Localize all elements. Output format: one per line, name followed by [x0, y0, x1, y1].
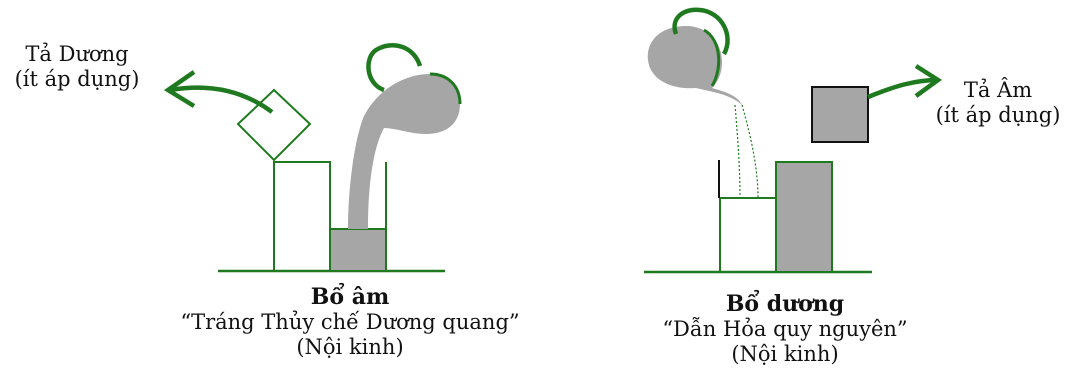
right-arrow-label-line2: (ít áp dụng) [935, 103, 1061, 127]
right-dotted-stream [734, 104, 741, 199]
left-outflow-arrow [169, 85, 274, 114]
left-tipped-diamond [236, 88, 312, 162]
right-pitcher-body [647, 26, 742, 105]
right-source: (Nội kinh) [731, 342, 839, 366]
right-outflow-arrow [867, 77, 939, 100]
right-title: Bổ dương [725, 291, 845, 317]
right-filled-container [775, 161, 833, 273]
left-arrowhead [163, 70, 196, 108]
right-arrow-label-line1: Tả Âm [963, 78, 1033, 102]
left-source: (Nội kinh) [296, 335, 404, 359]
left-panel-diagram [163, 43, 462, 273]
right-floating-square [811, 86, 869, 143]
left-quote: “Tráng Thủy chế Dương quang” [180, 310, 520, 334]
left-title: Bổ âm [310, 284, 390, 310]
right-panel-diagram [644, 7, 942, 274]
left-pitcher-handle [366, 43, 423, 93]
left-pour-stream [348, 116, 384, 229]
left-caption: Bổ âm “Tráng Thủy chế Dương quang” (Nội … [170, 285, 530, 360]
left-arrow-label: Tả Dương (ít áp dụng) [2, 42, 152, 92]
right-dotted-stream-2 [741, 104, 759, 199]
right-pitcher-handle [672, 7, 730, 56]
left-empty-container [273, 161, 331, 272]
right-arrow-label: Tả Âm (ít áp dụng) [925, 78, 1071, 128]
right-arrowhead [914, 64, 942, 98]
right-caption: Bổ dương “Dẫn Hỏa quy nguyên” (Nội kinh) [620, 292, 950, 367]
right-quote: “Dẫn Hỏa quy nguyên” [662, 317, 908, 341]
left-filled-block [329, 228, 387, 272]
left-pitcher-outline [429, 72, 462, 105]
right-pitcher-outline [703, 28, 721, 87]
left-arrow-label-line2: (ít áp dụng) [14, 67, 140, 91]
left-pitcher-body [364, 74, 460, 134]
right-short-container [719, 197, 777, 273]
left-arrow-label-line1: Tả Dương [25, 42, 129, 66]
